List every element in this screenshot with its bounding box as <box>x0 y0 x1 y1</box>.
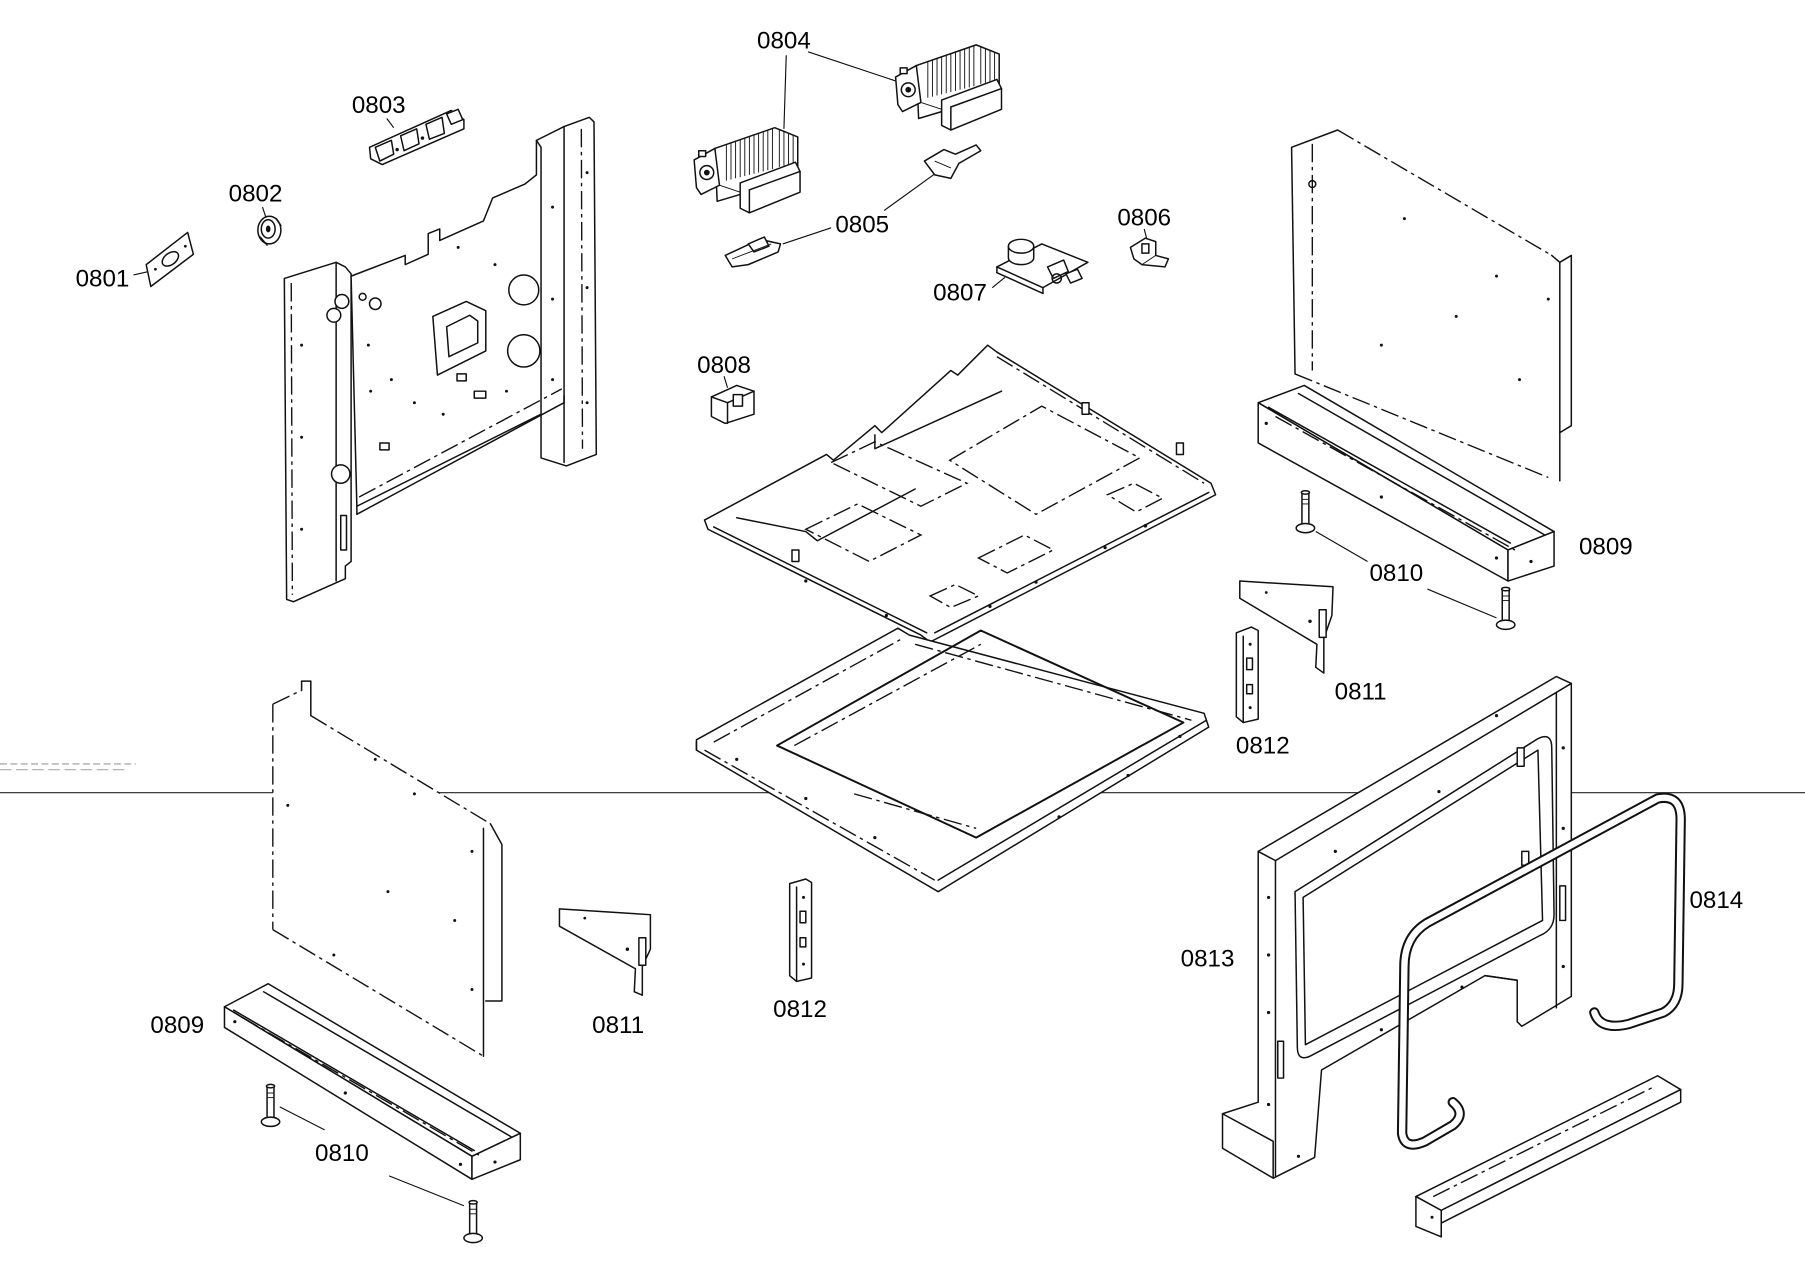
part-0806-switch <box>1129 228 1170 268</box>
part-0807-thermostat <box>991 238 1089 295</box>
side-panel-left-lower <box>272 680 503 1057</box>
callout-0803: 0803 <box>352 92 406 119</box>
leveling-foot <box>1295 489 1316 534</box>
callout-0811-left: 0811 <box>592 1012 644 1039</box>
part-0812-bar-left <box>788 878 813 983</box>
callout-0810-left: 0810 <box>315 1140 369 1167</box>
leveling-foot <box>260 1083 281 1128</box>
part-0811-bracket-left <box>558 908 652 996</box>
part-0814-tube-handle <box>1396 792 1686 1150</box>
part-0812-bar-right <box>1235 626 1259 724</box>
blower-fan-right <box>894 44 1003 131</box>
callout-0807: 0807 <box>933 279 987 306</box>
part-0801-plate <box>133 231 195 288</box>
callout-0805: 0805 <box>835 211 889 238</box>
part-0808-switch <box>710 376 755 425</box>
leveling-foot <box>1495 586 1516 631</box>
part-0803-terminal-block <box>368 108 465 166</box>
kick-tray-bottom-right <box>1415 1075 1682 1238</box>
callout-0804: 0804 <box>757 27 811 54</box>
callout-0801: 0801 <box>76 265 130 292</box>
blower-fan-left <box>693 126 801 214</box>
back-panel-right <box>1290 129 1573 482</box>
part-0813-front-frame <box>1221 675 1573 1179</box>
callout-0811-right: 0811 <box>1335 679 1387 706</box>
part-0802-knob <box>257 206 282 246</box>
callout-0802: 0802 <box>229 180 283 207</box>
callout-0812-right: 0812 <box>1236 733 1290 760</box>
part-0810-leveling-feet-left <box>260 1083 484 1244</box>
callout-0809-left: 0809 <box>150 1012 204 1039</box>
top-plate <box>703 344 1217 643</box>
part-0804-blower-fans <box>693 44 1003 214</box>
callout-0808: 0808 <box>697 352 751 379</box>
callout-labels: 0804 0803 0802 0801 0805 0806 0807 0808 … <box>76 27 1744 1167</box>
callout-0814: 0814 <box>1689 887 1743 914</box>
callout-0813: 0813 <box>1181 945 1235 972</box>
bottom-plate <box>695 627 1210 893</box>
part-0810-leveling-feet-right <box>1295 489 1516 631</box>
part-0805-brackets <box>724 144 982 268</box>
callout-0812-left: 0812 <box>773 996 827 1023</box>
callout-0809-right: 0809 <box>1579 534 1633 561</box>
side-panel-left-upper <box>283 116 598 603</box>
scan-artifact <box>0 763 136 771</box>
leveling-foot <box>463 1199 484 1244</box>
part-0809-base-tray-left <box>223 982 522 1181</box>
part-0811-bracket-right <box>1239 580 1334 674</box>
callout-0810-right: 0810 <box>1369 560 1423 587</box>
callout-0806: 0806 <box>1117 205 1171 232</box>
part-0809-base-tray-right <box>1257 384 1555 582</box>
